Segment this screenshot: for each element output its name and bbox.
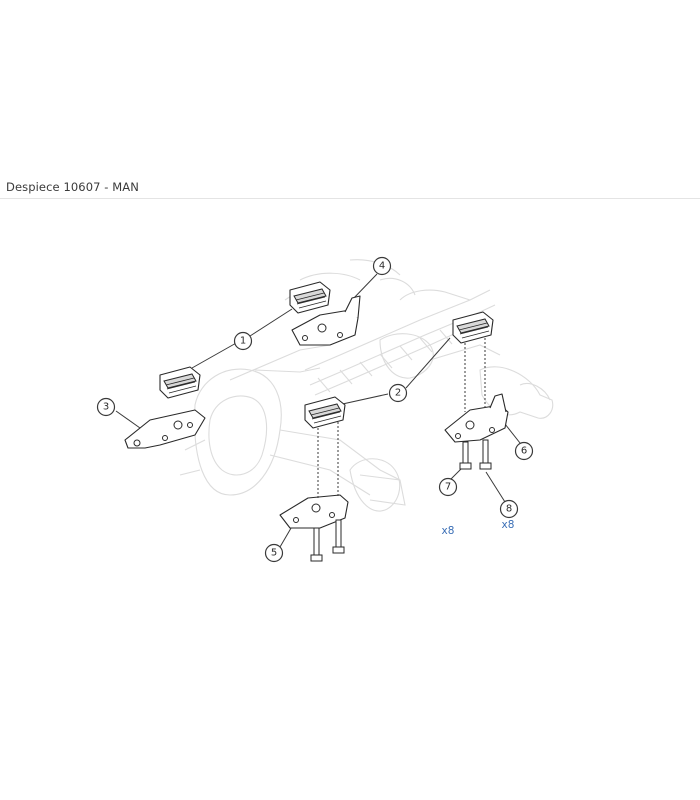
bolt-part-8 [479,439,492,470]
svg-text:8: 8 [506,504,512,515]
bracket-part-3 [124,409,206,449]
callout-3[interactable]: 3 [96,397,116,417]
callout-5[interactable]: 5 [264,543,284,563]
callout-1[interactable]: 1 [233,331,253,351]
svg-text:6: 6 [521,446,527,457]
callout-2[interactable]: 2 [388,383,408,403]
bracket-part-6 [444,393,509,443]
svg-text:7: 7 [445,482,451,493]
rubber-mount-top [289,281,331,314]
rubber-mount-center [304,396,346,429]
svg-text:5: 5 [271,548,277,559]
svg-text:3: 3 [103,402,109,413]
callout-4[interactable]: 4 [372,256,392,276]
background-axle-ghost [179,259,554,512]
alignment-lines [317,338,486,500]
quantity-label-8: x8 [502,519,515,531]
quantity-label-7: x8 [442,525,455,537]
page-title: Despiece 10607 - MAN [6,180,139,194]
svg-text:4: 4 [379,261,385,272]
page-header: Despiece 10607 - MAN [0,178,700,199]
svg-text:2: 2 [395,388,401,399]
bracket-part-4 [291,295,361,346]
leader-lines [115,273,521,548]
bolt-part-7 [459,441,472,470]
callout-7[interactable]: 7 [438,477,458,497]
bracket-part-5 [279,494,349,529]
callout-6[interactable]: 6 [514,441,534,461]
callout-8[interactable]: 8 [499,499,519,519]
rubber-mount-right [452,311,494,344]
rubber-mount-left [159,366,201,399]
svg-text:1: 1 [240,336,246,347]
bolt-set-center [310,519,345,562]
